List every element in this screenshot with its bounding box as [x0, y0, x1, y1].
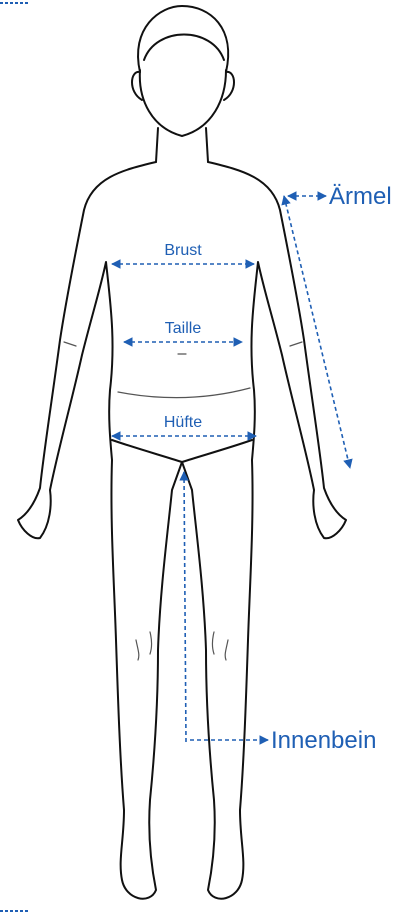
- inseam-label: Innenbein: [271, 727, 376, 754]
- left-knee: [136, 632, 152, 660]
- left-side: [18, 162, 182, 899]
- hip-label: Hüfte: [164, 414, 202, 431]
- belly-line: [118, 388, 250, 398]
- left-elbow: [64, 342, 76, 346]
- right-side: [182, 162, 346, 899]
- neck: [156, 128, 208, 162]
- body-outline: [18, 6, 346, 899]
- body-details: [64, 342, 302, 660]
- measurement-labels: Brust Taille Hüfte Ärmel Innenbein: [154, 183, 392, 754]
- head-face: [140, 70, 226, 136]
- measurement-lines: [112, 196, 350, 742]
- brief-line: [112, 440, 252, 462]
- inseam-measure-line: [184, 472, 186, 742]
- right-knee: [213, 632, 229, 660]
- arm-label: Ärmel: [329, 183, 392, 210]
- waist-label: Taille: [165, 320, 202, 337]
- right-elbow: [290, 342, 302, 346]
- chest-label: Brust: [164, 242, 202, 259]
- hair-outline: [138, 6, 228, 72]
- hairband: [144, 35, 224, 61]
